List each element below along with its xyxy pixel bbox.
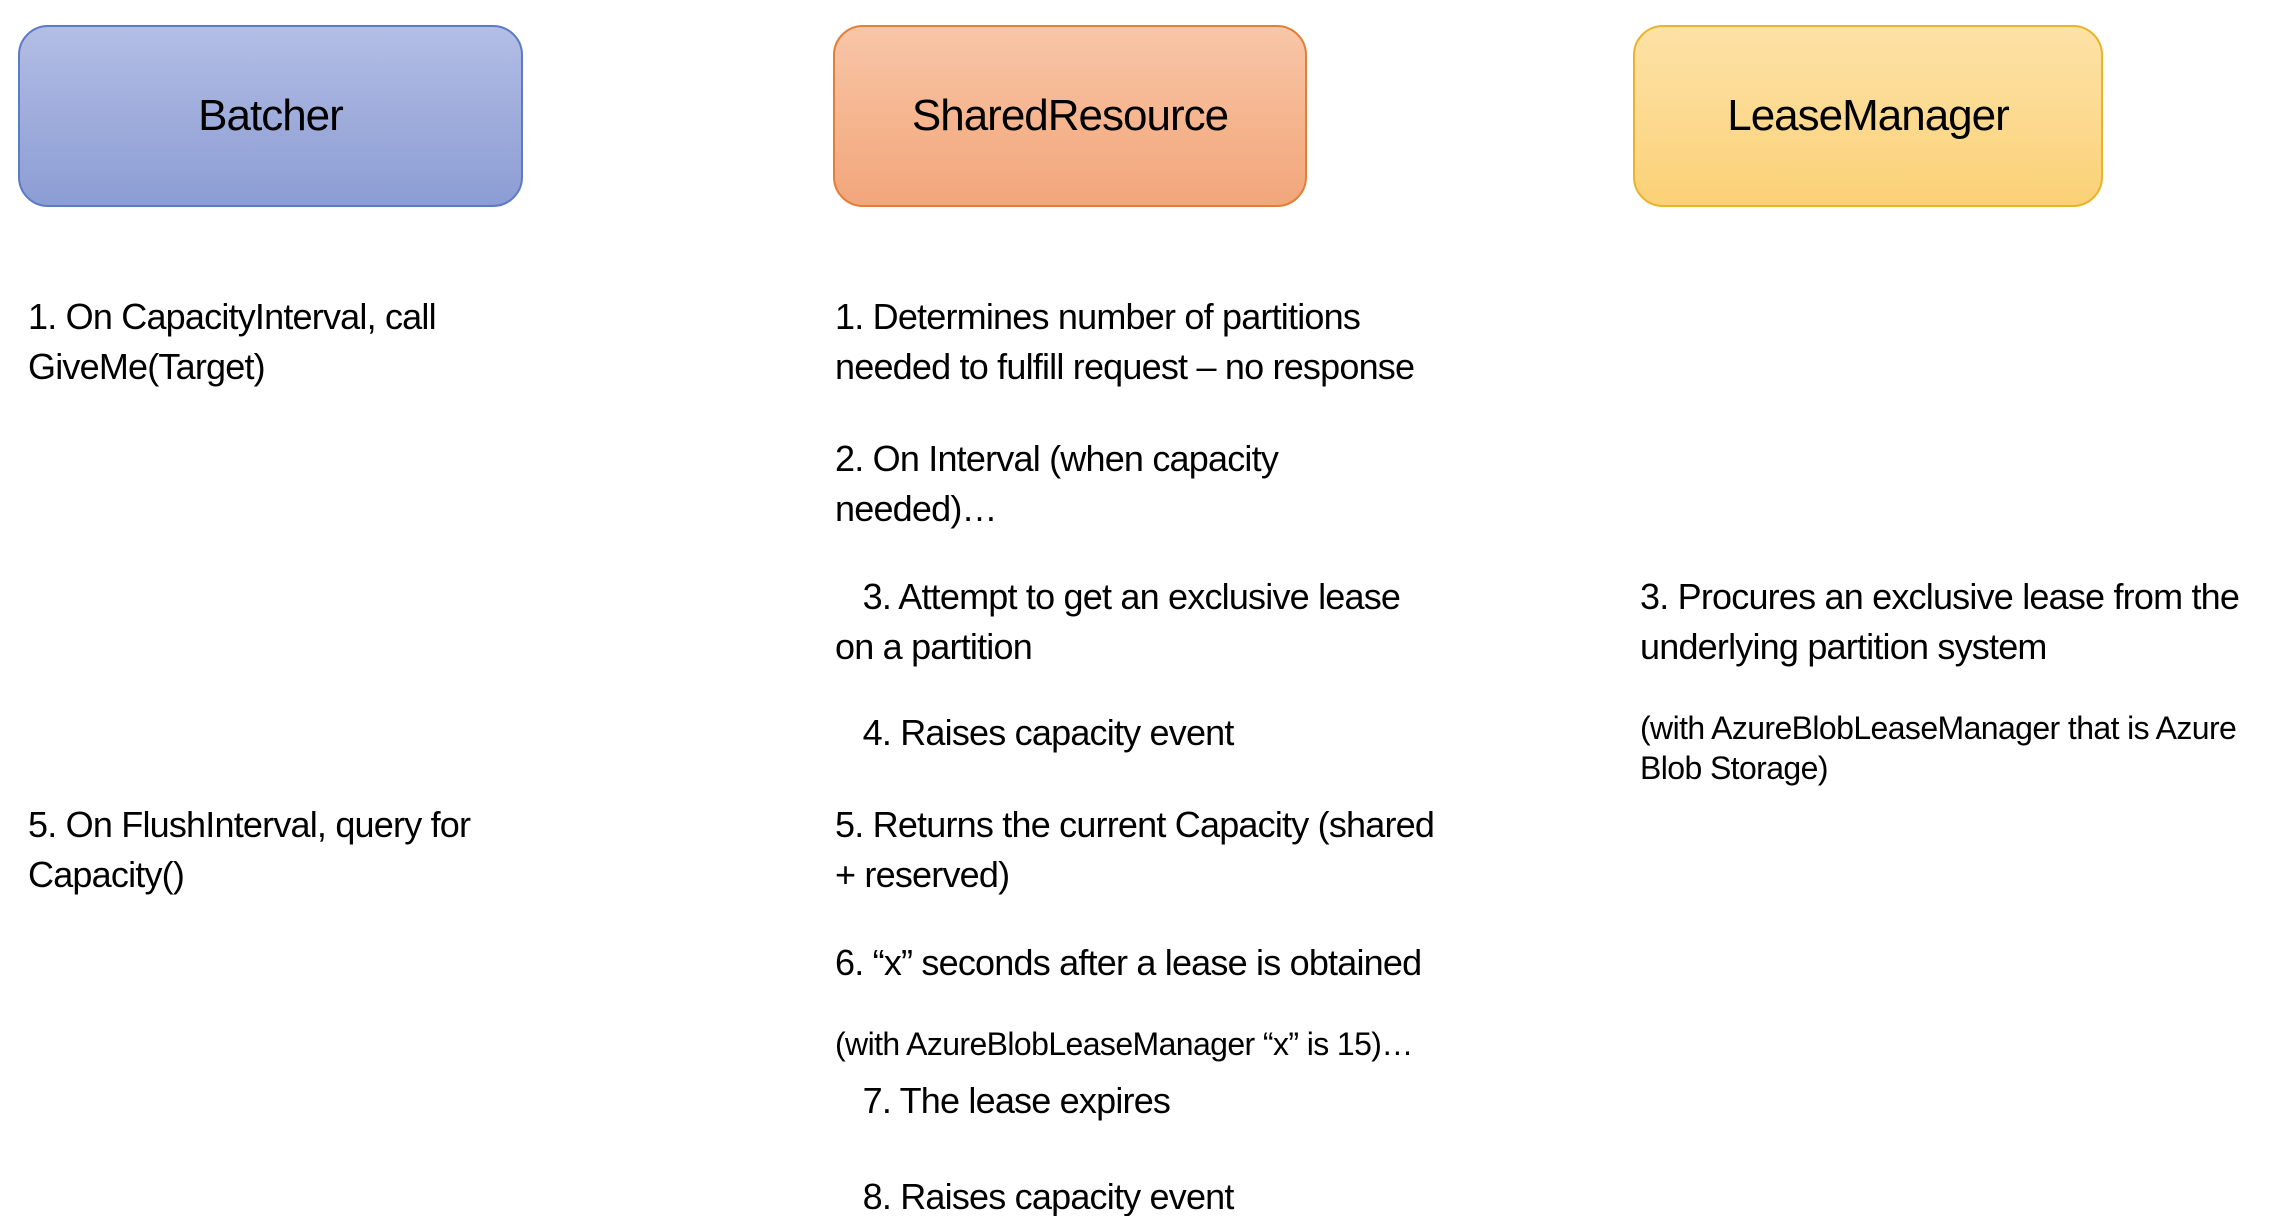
shared-step-7-text: 7. The lease expires [835,1080,1171,1121]
shared-resource-box: SharedResource [833,25,1307,207]
batcher-box: Batcher [18,25,523,207]
lease-step-3-text: 3. Procures an exclusive lease from the … [1640,576,2240,667]
shared-step-6-note: (with AzureBlobLeaseManager “x” is 15)… [835,1026,1413,1062]
shared-step-4: 4. Raises capacity event [835,672,1535,794]
shared-resource-title: SharedResource [911,91,1229,140]
batcher-title: Batcher [198,91,344,140]
shared-step-1-text: 1. Determines number of partitions neede… [835,296,1415,387]
shared-step-3-text: 3. Attempt to get an exclusive lease on … [835,576,1401,667]
shared-step-7: 7. The lease expires [835,1040,1535,1162]
shared-step-2: 2. On Interval (when capacity needed)… [835,398,1535,570]
shared-step-6-text: 6. “x” seconds after a lease is obtained [835,942,1422,983]
batcher-step-5: 5. On FlushInterval, query for Capacity(… [28,764,588,936]
shared-step-8-text: 8. Raises capacity event [835,1176,1235,1216]
batcher-step-1-text: 1. On CapacityInterval, call GiveMe(Targ… [28,296,437,387]
lease-step-3: 3. Procures an exclusive lease from the … [1640,536,2278,824]
shared-step-2-text: 2. On Interval (when capacity needed)… [835,438,1279,529]
lease-manager-box: LeaseManager [1633,25,2103,207]
shared-step-4-text: 4. Raises capacity event [835,712,1235,753]
batcher-step-5-text: 5. On FlushInterval, query for Capacity(… [28,804,471,895]
shared-step-5: 5. Returns the current Capacity (shared … [835,764,1535,936]
lease-manager-title: LeaseManager [1727,91,2010,140]
shared-step-1: 1. Determines number of partitions neede… [835,256,1535,428]
shared-step-8: 8. Raises capacity event [835,1136,1535,1216]
shared-step-5-text: 5. Returns the current Capacity (shared … [835,804,1435,895]
shared-step-3: 3. Attempt to get an exclusive lease on … [835,536,1535,708]
lease-step-3-note: (with AzureBlobLeaseManager that is Azur… [1640,710,2237,786]
batcher-step-1: 1. On CapacityInterval, call GiveMe(Targ… [28,256,588,428]
shared-step-6: 6. “x” seconds after a lease is obtained… [835,902,1535,1100]
